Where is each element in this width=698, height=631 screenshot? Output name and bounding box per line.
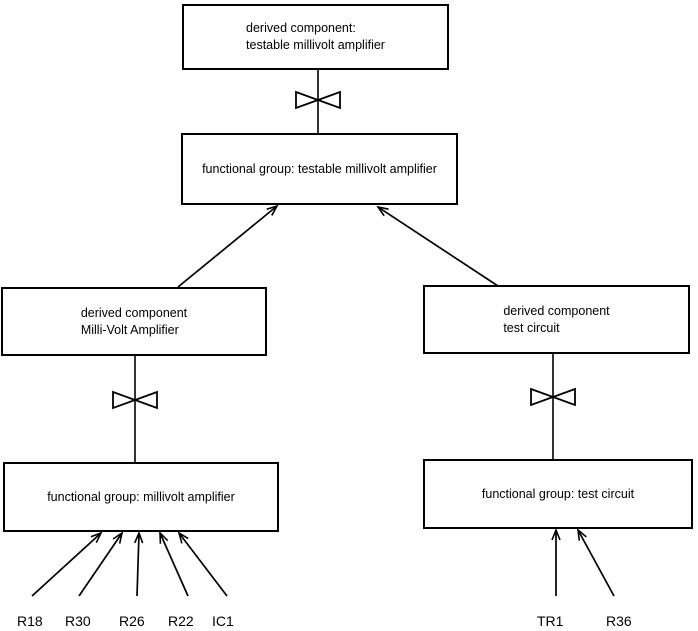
arrow-arrow-r30 xyxy=(78,531,124,597)
composition-links-group xyxy=(112,70,576,462)
node-label-fg-millivolt-amplifier: functional group: millivolt amplifier xyxy=(47,489,235,504)
leaf-label-leaf-r22: R22 xyxy=(168,613,194,629)
leaf-label-leaf-r18: R18 xyxy=(17,613,43,629)
arrow-arrow-ic1 xyxy=(177,531,228,597)
arrow-arrow-r22 xyxy=(159,531,189,597)
node-derived-milli-volt-amplifier[interactable]: derived component Milli-Volt Amplifier xyxy=(1,287,267,356)
bowtie-icon-link-right-composition xyxy=(530,387,576,407)
node-label-derived-test-circuit: derived component test circuit xyxy=(503,303,610,335)
node-derived-test-circuit[interactable]: derived component test circuit xyxy=(423,285,690,354)
node-label-fg-test-circuit: functional group: test circuit xyxy=(481,486,635,501)
leaf-label-leaf-tr1: TR1 xyxy=(537,613,564,629)
arrow-arrow-millivolt-to-testable xyxy=(177,204,279,288)
leaf-label-leaf-r26: R26 xyxy=(119,613,145,629)
bowtie-icon-link-left-composition xyxy=(112,390,158,410)
arrow-arrow-r26 xyxy=(133,530,144,597)
node-derived-testable-millivolt-amplifier[interactable]: derived component: testable millivolt am… xyxy=(182,4,449,70)
arrow-arrow-r36 xyxy=(576,528,615,597)
arrow-arrow-r18 xyxy=(31,531,103,597)
node-label-fg-testable-millivolt-amplifier: functional group: testable millivolt amp… xyxy=(202,161,437,176)
node-label-derived-milli-volt-amplifier: derived component Milli-Volt Amplifier xyxy=(80,305,188,337)
node-fg-millivolt-amplifier[interactable]: functional group: millivolt amplifier xyxy=(3,462,279,532)
leaf-label-leaf-r30: R30 xyxy=(65,613,91,629)
bowtie-icon-link-top-composition xyxy=(295,90,341,110)
aggregation-arrows-group xyxy=(31,204,615,597)
leaf-label-leaf-r36: R36 xyxy=(606,613,632,629)
leaf-label-leaf-ic1: IC1 xyxy=(212,613,234,629)
arrow-arrow-test-circuit-to-testable xyxy=(376,205,499,287)
node-fg-test-circuit[interactable]: functional group: test circuit xyxy=(423,459,693,529)
node-fg-testable-millivolt-amplifier[interactable]: functional group: testable millivolt amp… xyxy=(181,133,458,205)
node-label-derived-testable-millivolt-amplifier: derived component: testable millivolt am… xyxy=(246,21,385,52)
